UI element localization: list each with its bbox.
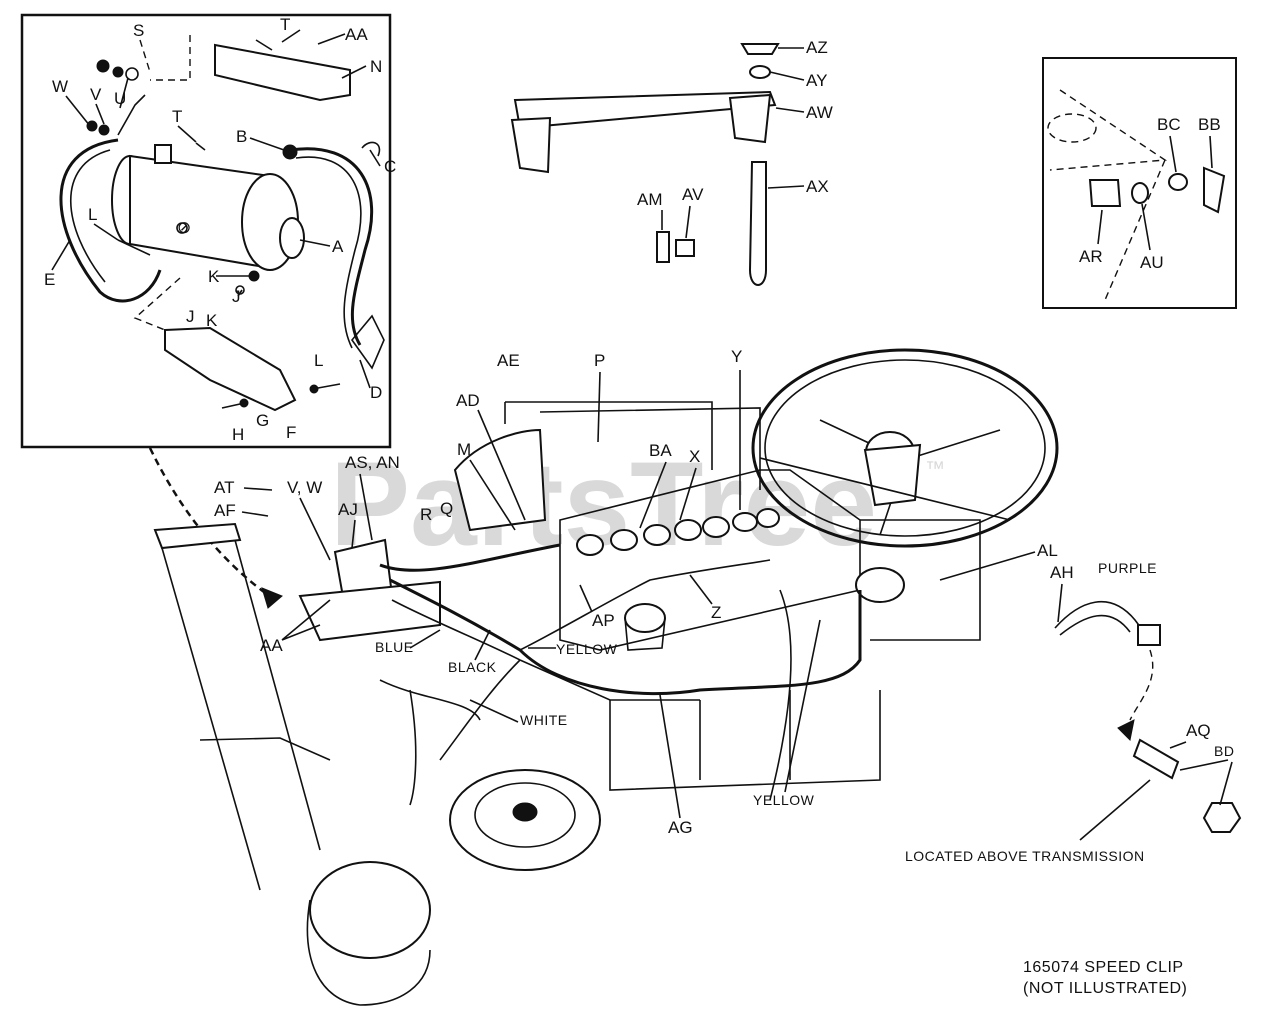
label-ay: AY xyxy=(806,71,827,90)
pin-am xyxy=(656,231,670,263)
mount-bracket-group: AZ AY AW AX AM AV xyxy=(510,38,833,286)
label-j-mid: J xyxy=(232,287,241,306)
note-not-illustrated: (NOT ILLUSTRATED) xyxy=(1023,980,1187,997)
label-t-top: T xyxy=(280,15,290,34)
wire-tag-white: WHITE xyxy=(520,712,568,728)
label-ae: AE xyxy=(497,351,520,370)
wire-tag-purple: PURPLE xyxy=(1098,560,1157,576)
label-bd: BD xyxy=(1214,743,1234,759)
sender-aq xyxy=(1132,738,1180,780)
wiring-harness xyxy=(379,543,862,806)
watermark: PartsTree xyxy=(330,437,877,571)
note-speed-clip: 165074 SPEED CLIP xyxy=(1023,959,1184,976)
label-z: Z xyxy=(711,603,721,622)
clip-av xyxy=(675,239,695,257)
bracket-f xyxy=(164,326,297,412)
key-switch-inset-frame xyxy=(1042,57,1237,309)
label-k-low: K xyxy=(206,311,218,330)
wire-tag-blue: BLUE xyxy=(375,639,414,655)
rod-ax xyxy=(748,161,767,286)
wing-nut xyxy=(740,43,780,55)
label-vw: V, W xyxy=(287,478,322,497)
label-aj: AJ xyxy=(338,500,358,519)
label-v-inset: V xyxy=(90,85,102,104)
label-ag: AG xyxy=(668,818,693,837)
gauge xyxy=(624,603,666,633)
label-s: S xyxy=(133,21,144,40)
label-m: M xyxy=(457,440,471,459)
label-aa-inset: AA xyxy=(345,25,368,44)
label-au: AU xyxy=(1140,253,1164,272)
label-aa-main: AA xyxy=(260,636,283,655)
label-ba: BA xyxy=(649,441,672,460)
label-bc: BC xyxy=(1157,115,1181,134)
starter-inset: S T AA N W V U T B C ⊘ L A E K J J K L D… xyxy=(20,13,396,449)
label-ap: AP xyxy=(592,611,615,630)
label-bb: BB xyxy=(1198,115,1221,134)
label-ax: AX xyxy=(806,177,829,196)
label-l-low: L xyxy=(314,351,323,370)
label-ar: AR xyxy=(1079,247,1103,266)
ignition-key xyxy=(1203,166,1226,214)
label-e: E xyxy=(44,270,55,289)
label-l-inset: L xyxy=(88,205,97,224)
label-at: AT xyxy=(214,478,234,497)
starter-cable xyxy=(289,147,374,346)
label-aw: AW xyxy=(806,103,833,122)
drive-belt xyxy=(59,138,162,303)
steering-wheel xyxy=(751,348,1059,548)
wire-tag-yellow-top: YELLOW xyxy=(556,641,618,657)
bracket-n xyxy=(214,43,351,102)
label-f: F xyxy=(286,423,296,442)
label-t-mid: T xyxy=(172,107,182,126)
label-as-an: AS, AN xyxy=(345,453,400,472)
label-am: AM xyxy=(637,190,663,209)
starter-motor xyxy=(111,144,305,271)
label-a: A xyxy=(332,237,344,256)
label-d: D xyxy=(370,383,382,402)
label-q-mark: ⊘ xyxy=(177,218,191,237)
nut-bd xyxy=(1202,802,1242,833)
nut-ay xyxy=(749,65,771,79)
label-g: G xyxy=(256,411,269,430)
note-located: LOCATED ABOVE TRANSMISSION xyxy=(905,848,1145,864)
label-h: H xyxy=(232,425,244,444)
label-w-inset: W xyxy=(52,77,68,96)
dash-panel-ad xyxy=(453,428,547,532)
label-j-low: J xyxy=(186,307,195,326)
label-aq: AQ xyxy=(1186,721,1211,740)
label-c: C xyxy=(384,157,396,176)
tractor-assembly: AE P Y AD M BA X AT V, W AS, AN AF AJ R … xyxy=(148,347,1242,1006)
ignition-switch xyxy=(1088,179,1122,207)
watermark-tm: ™ xyxy=(925,458,945,480)
label-ad: AD xyxy=(456,391,480,410)
wire-tag-yellow-bottom: YELLOW xyxy=(753,792,815,808)
hour-meter xyxy=(855,567,905,603)
label-av: AV xyxy=(682,185,704,204)
label-al: AL xyxy=(1037,541,1058,560)
label-r: R xyxy=(420,505,432,524)
cylinder xyxy=(309,861,431,959)
label-ah: AH xyxy=(1050,563,1074,582)
label-y: Y xyxy=(731,347,742,366)
label-af: AF xyxy=(214,501,236,520)
label-x: X xyxy=(689,447,700,466)
starter-inset-frame xyxy=(20,13,392,449)
wire-tag-black: BLACK xyxy=(448,659,497,675)
label-b: B xyxy=(236,127,247,146)
label-k-mid: K xyxy=(208,267,220,286)
label-az: AZ xyxy=(806,38,828,57)
label-q: Q xyxy=(440,499,453,518)
label-n: N xyxy=(370,57,382,76)
label-p: P xyxy=(594,351,605,370)
key-switch-inset: BC BB AR AU xyxy=(1042,57,1237,309)
